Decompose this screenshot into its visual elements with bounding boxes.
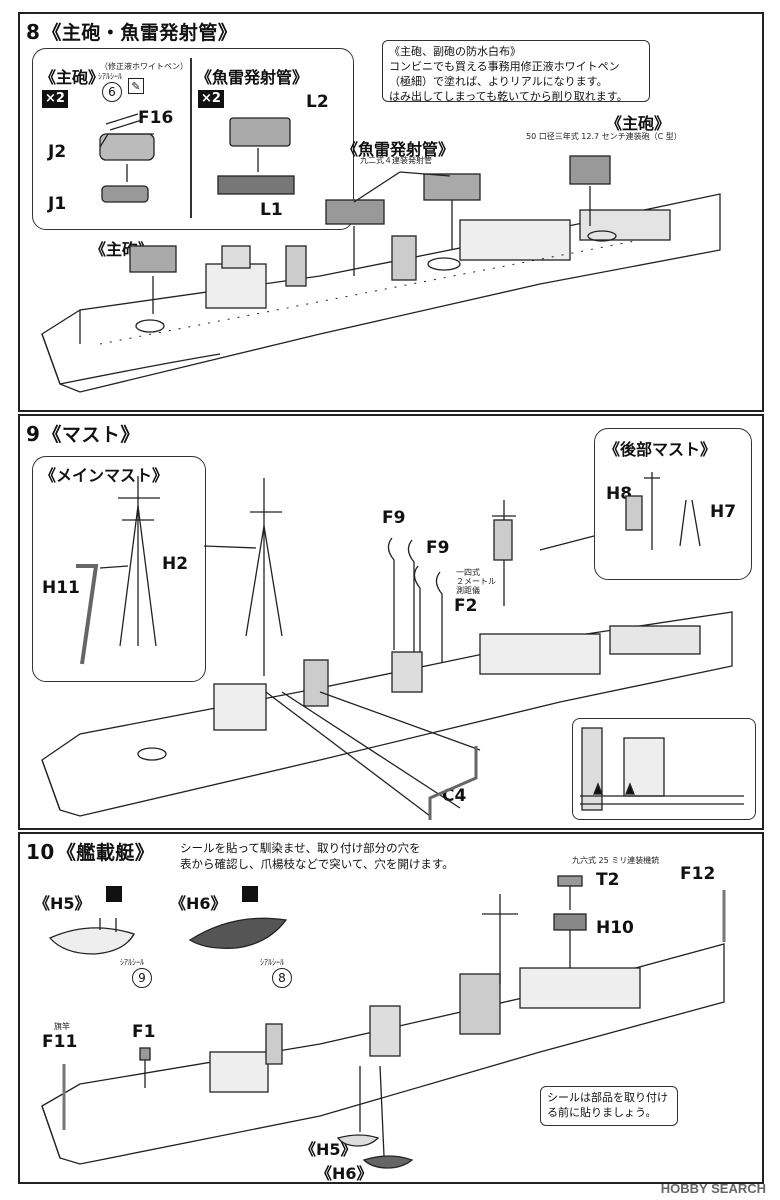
watermark: HOBBY SEARCH: [660, 1181, 766, 1196]
label-main-gun-right: 《主砲》: [606, 114, 671, 133]
boat-h6-title: 《H6》: [170, 894, 227, 913]
glue-icon-h6: [242, 886, 258, 902]
part-label-F2: F2: [454, 596, 478, 616]
step-9-panel: 9《マスト》 《メインマスト》 H11 H2 《後部マスト》 H8 H7 F9 …: [18, 414, 764, 830]
pen-note: （修正液ホワイトペン）: [100, 62, 188, 71]
step-10-panel: 10《艦載艇》 シールを貼って馴染ませ、取り付け部分の穴を 表から確認し、爪楊枝…: [18, 832, 764, 1184]
decal-number-6: 6: [102, 82, 122, 102]
step-10-instruction: シールを貼って馴染ませ、取り付け部分の穴を 表から確認し、爪楊枝などで突いて、穴…: [180, 841, 454, 871]
callout-main-mast-title: 《メインマスト》: [40, 466, 169, 485]
part-label-H2: H2: [162, 554, 189, 574]
lower-label-h6: 《H6》: [316, 1164, 373, 1183]
qty-badge-torpedo: ×2: [198, 90, 224, 108]
part-label-F9-a: F9: [382, 508, 406, 528]
callout-rear-mast-title: 《後部マスト》: [604, 440, 717, 459]
part-label-J1: J1: [48, 194, 67, 214]
decal-number-8: 8: [272, 968, 292, 988]
boat-h5-title: 《H5》: [34, 894, 91, 913]
step-10-title: 10《艦載艇》: [26, 840, 155, 864]
step-10-ship-drawing: [41, 875, 726, 1169]
callout-divider: [190, 58, 192, 218]
decal-timing-note: シールは部品を取り付け る前に貼りましょう。: [540, 1086, 678, 1126]
part-label-F16: F16: [138, 108, 174, 128]
glue-icon-h5: [106, 886, 122, 902]
part-label-H11: H11: [42, 578, 80, 598]
rangefinder-note: 一四式 ２メートル 測距儀: [456, 568, 496, 595]
decal-number-9: 9: [132, 968, 152, 988]
callout-main-gun-title: 《主砲》: [40, 68, 105, 87]
decal-note-6: ｼｱﾙｼｰﾙ: [98, 72, 122, 81]
part-label-L2: L2: [306, 92, 329, 112]
part-label-F11: F11: [42, 1032, 78, 1052]
step-9-title: 9《マスト》: [26, 422, 140, 446]
part-label-F12: F12: [680, 864, 716, 884]
label-main-gun-right-sub: 50 口径三年式 12.7 センチ連装砲（C 型）: [526, 132, 682, 141]
decal-note-9: ｼｱﾙｼｰﾙ: [120, 958, 144, 967]
part-label-H7: H7: [710, 502, 737, 522]
step-8-ship-drawing: [41, 113, 721, 393]
part-label-F9-b: F9: [426, 538, 450, 558]
qty-badge-main-gun: ×2: [42, 90, 68, 108]
decal-note-8: ｼｱﾙｼｰﾙ: [260, 958, 284, 967]
step-9-ship-drawing: [41, 472, 744, 820]
label-torpedo-sub: 九二式４連装発射管: [360, 156, 432, 165]
aa-gun-note: 九六式 25 ミリ連装機銃: [572, 856, 660, 865]
pen-icon: ✎: [128, 78, 144, 94]
callout-main-gun-torpedo: [32, 48, 354, 230]
callout-torpedo-title: 《魚雷発射管》: [196, 68, 309, 87]
step-8-title: 8《主砲・魚雷発射管》: [26, 20, 238, 44]
white-cloth-note: 《主砲、副砲の防水白布》 コンビニでも買える事務用修正液ホワイトペン （極細）で…: [382, 40, 650, 103]
flagpole-note: 旗竿: [54, 1022, 70, 1031]
part-label-T2: T2: [596, 870, 620, 890]
part-label-J2: J2: [48, 142, 67, 162]
label-torpedo-tubes: 《魚雷発射管》: [342, 140, 455, 159]
part-label-H10: H10: [596, 918, 634, 938]
callout-main-mast: [32, 456, 206, 682]
callout-rear-mast: [594, 428, 752, 580]
part-label-F1: F1: [132, 1022, 156, 1042]
part-label-L1: L1: [260, 200, 283, 220]
lower-label-h5: 《H5》: [300, 1140, 357, 1159]
step-8-panel: 8《主砲・魚雷発射管》 《主砲》 ×2 （修正液ホワイトペン） ｼｱﾙｼｰﾙ 6…: [18, 12, 764, 412]
